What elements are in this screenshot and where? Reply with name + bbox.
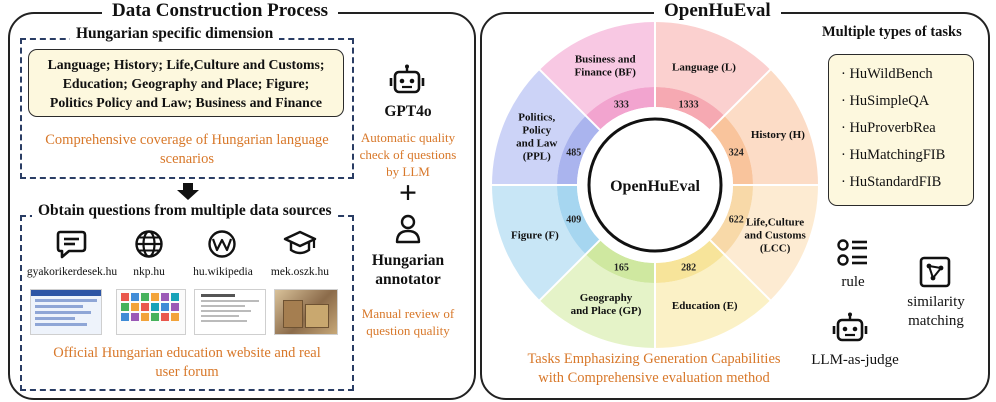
website-screenshot bbox=[194, 289, 266, 335]
segment-label-line: (PPL) bbox=[523, 151, 551, 163]
annotator-caption: Manual review of question quality bbox=[361, 306, 455, 338]
person-icon bbox=[395, 214, 421, 244]
globe-icon bbox=[135, 230, 163, 258]
robot-icon bbox=[389, 64, 425, 94]
task-item: · HuProverbRea bbox=[841, 120, 936, 136]
segment-count: 165 bbox=[614, 262, 629, 273]
source-label: mek.oszk.hu bbox=[270, 266, 330, 278]
segment-label-line: Policy bbox=[522, 125, 551, 137]
dimension-caption: Comprehensive coverage of Hungarian lang… bbox=[45, 132, 329, 167]
segment-outer bbox=[655, 254, 771, 348]
segment-label: Figure (F) bbox=[511, 230, 559, 242]
center-circle bbox=[577, 107, 733, 263]
wikipedia-icon bbox=[208, 230, 236, 258]
tasks-title: Multiple types of tasks bbox=[822, 24, 962, 40]
segment-label-line: Language (L) bbox=[672, 62, 736, 74]
task-item: · HuStandardFIB bbox=[841, 174, 942, 190]
chat-bubble-icon bbox=[56, 230, 87, 259]
sources-caption: Official Hungarian education website and… bbox=[53, 345, 321, 380]
source-label: nkp.hu bbox=[133, 266, 165, 278]
segment-label-line: and Law bbox=[516, 138, 557, 150]
segment-outer bbox=[539, 22, 655, 116]
gpt-caption: Automatic quality check of questions by … bbox=[359, 130, 457, 179]
segment-label-line: Life,Culture bbox=[746, 217, 804, 229]
segment-label-line: (LCC) bbox=[760, 243, 791, 255]
segment-divider bbox=[709, 239, 772, 302]
segment-inner bbox=[655, 240, 725, 283]
segment-count: 409 bbox=[566, 215, 581, 226]
segment-label-line: Finance (BF) bbox=[575, 66, 637, 78]
segment-outer bbox=[492, 185, 586, 301]
segment-inner bbox=[655, 87, 725, 130]
segment-label-line: Business and bbox=[575, 53, 636, 65]
segment-count: 282 bbox=[681, 262, 696, 273]
segment-label-line: Geography bbox=[580, 292, 633, 304]
segment-label-line: Education (E) bbox=[672, 300, 738, 312]
gpt-label: GPT4o bbox=[384, 103, 432, 120]
center-ring bbox=[587, 117, 723, 253]
segment-label-line: History (H) bbox=[751, 129, 805, 141]
plus-sign: + bbox=[398, 174, 418, 210]
openhueval-caption: Tasks Emphasizing Generation Capabilitie… bbox=[527, 351, 781, 386]
sources-box-title: Obtain questions from multiple data sour… bbox=[32, 202, 338, 220]
rule-label: rule bbox=[841, 274, 865, 290]
segment-label-line: and Customs bbox=[744, 230, 806, 242]
segment-label-line: Politics, bbox=[518, 112, 555, 124]
segment-outer bbox=[492, 69, 586, 185]
down-arrow-icon bbox=[177, 183, 199, 200]
center-label: OpenHuEval bbox=[610, 178, 700, 195]
segment-outer bbox=[724, 69, 818, 185]
source-label: hu.wikipedia bbox=[193, 266, 253, 278]
openhueval-donut: OpenHuEval 1333 Language (L) 324 History (H)… bbox=[491, 21, 819, 349]
topics-box: Language; History; Life,Culture and Cust… bbox=[28, 49, 344, 117]
topics-line: Language; History; Life,Culture and Cust… bbox=[47, 57, 325, 72]
segment-label: Language (L) bbox=[672, 62, 736, 74]
website-screenshot bbox=[274, 289, 338, 335]
topics-line: Education; Geography and Place; Figure; bbox=[62, 76, 310, 91]
dimension-box-title: Hungarian specific dimension bbox=[70, 25, 280, 43]
segment-divider bbox=[709, 68, 772, 131]
segment-outer bbox=[655, 22, 771, 116]
segment-inner bbox=[585, 87, 655, 130]
segment-label: History (H) bbox=[751, 129, 805, 141]
segment-inner bbox=[710, 185, 753, 255]
robot-icon bbox=[832, 312, 868, 342]
segment-count: 324 bbox=[729, 147, 744, 158]
segment-label-line: Figure (F) bbox=[511, 230, 559, 242]
segment-divider bbox=[538, 239, 601, 302]
segment-inner bbox=[585, 240, 655, 283]
data-construction-title: Data Construction Process bbox=[102, 0, 339, 22]
segment-inner bbox=[557, 115, 600, 185]
segment-outer bbox=[724, 185, 818, 301]
segment-count: 485 bbox=[566, 147, 581, 158]
website-screenshot bbox=[116, 289, 186, 335]
segment-inner bbox=[557, 185, 600, 255]
website-screenshot bbox=[30, 289, 102, 335]
task-item: · HuSimpleQA bbox=[841, 93, 930, 109]
task-item: · HuMatchingFIB bbox=[841, 147, 946, 163]
annotator-label: Hungarian annotator bbox=[371, 252, 445, 288]
similarity-label: similarity matching bbox=[907, 294, 965, 329]
segment-count: 333 bbox=[614, 100, 629, 111]
segment-label: Education (E) bbox=[672, 300, 738, 312]
rule-list-icon bbox=[837, 239, 867, 266]
similarity-network-icon bbox=[919, 256, 951, 288]
segment-outer bbox=[539, 254, 655, 348]
llm-judge-label: LLM-as-judge bbox=[811, 352, 899, 368]
task-item: · HuWildBench bbox=[841, 66, 933, 82]
segment-count: 1333 bbox=[679, 100, 699, 111]
tasks-box: · HuWildBench · HuSimpleQA · HuProverbRe… bbox=[828, 54, 974, 206]
segment-count: 622 bbox=[729, 215, 744, 226]
graduation-cap-icon bbox=[283, 230, 317, 255]
openhueval-title: OpenHuEval bbox=[654, 0, 781, 22]
segment-label-line: and Place (GP) bbox=[571, 305, 642, 317]
topics-line: Politics Policy and Law; Business and Fi… bbox=[49, 95, 323, 110]
segment-divider bbox=[538, 68, 601, 131]
segment-inner bbox=[710, 115, 753, 185]
source-label: gyakorikerdesek.hu bbox=[26, 266, 118, 278]
